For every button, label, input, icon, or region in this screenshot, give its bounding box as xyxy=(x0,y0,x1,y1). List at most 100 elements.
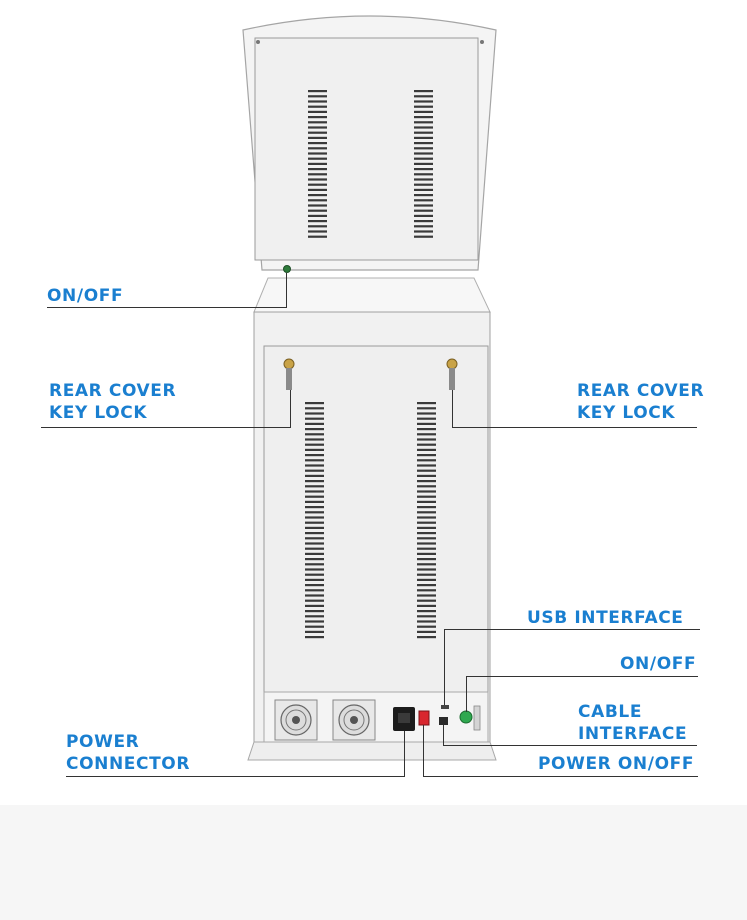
vent-slot xyxy=(417,448,436,451)
leader-usb-h xyxy=(444,629,700,630)
vent-slot xyxy=(414,100,433,103)
vent-slot xyxy=(305,563,324,566)
label-rear-cover-right-line2: KEY LOCK xyxy=(577,403,676,423)
label-power-connector: POWER CONNECTOR xyxy=(66,731,190,775)
vent-slot xyxy=(308,121,327,124)
screen-vent-right xyxy=(414,90,433,238)
vent-slot xyxy=(417,407,436,410)
label-cable-line2: INTERFACE xyxy=(578,724,688,744)
vent-slot xyxy=(305,578,324,581)
vent-slot xyxy=(414,142,433,145)
vent-slot xyxy=(305,573,324,576)
vent-slot xyxy=(308,220,327,223)
label-cable-line1: CABLE xyxy=(578,702,643,722)
leader-power-on-off-h xyxy=(423,776,698,777)
leader-cable-h xyxy=(443,745,697,746)
vent-slot xyxy=(308,110,327,113)
label-rear-cover-right-line1: REAR COVER xyxy=(577,381,705,401)
vent-slot xyxy=(417,459,436,462)
vent-slot xyxy=(305,568,324,571)
vent-slot xyxy=(305,610,324,613)
vent-slot xyxy=(417,620,436,623)
vent-slot xyxy=(305,636,324,639)
vent-slot xyxy=(305,495,324,498)
vent-slot xyxy=(417,428,436,431)
vent-slot xyxy=(308,235,327,238)
vent-slot xyxy=(308,225,327,228)
vent-slot xyxy=(414,90,433,93)
vent-slot xyxy=(417,464,436,467)
leader-on-off-right-h xyxy=(466,676,698,677)
rear-cover-panel xyxy=(263,345,489,693)
key-lock-left xyxy=(283,358,295,390)
cabinet-vent-left xyxy=(305,402,324,639)
vent-slot xyxy=(414,147,433,150)
screen-back-panel xyxy=(254,37,479,261)
vent-slot xyxy=(308,142,327,145)
vent-slot xyxy=(305,402,324,405)
vent-slot xyxy=(414,173,433,176)
vent-slot xyxy=(305,433,324,436)
vent-slot xyxy=(308,204,327,207)
label-power-line1: POWER xyxy=(66,732,140,752)
vent-slot xyxy=(417,636,436,639)
leader-power-connector-v xyxy=(404,731,405,777)
screen-vent-left xyxy=(308,90,327,238)
screw-top-right xyxy=(480,40,484,44)
vent-slot xyxy=(414,121,433,124)
label-power-line2: CONNECTOR xyxy=(66,754,191,774)
leader-rear-cover-left-h xyxy=(41,427,291,428)
vent-slot xyxy=(308,90,327,93)
vent-slot xyxy=(305,412,324,415)
label-cable-interface: CABLE INTERFACE xyxy=(578,701,687,745)
vent-slot xyxy=(417,495,436,498)
vent-slot xyxy=(305,584,324,587)
cabinet-vent-right xyxy=(417,402,436,639)
vent-slot xyxy=(417,552,436,555)
cabinet-top xyxy=(253,277,491,313)
vent-slot xyxy=(417,490,436,493)
vent-slot xyxy=(305,558,324,561)
vent-slot xyxy=(417,599,436,602)
power-indicator-dot xyxy=(283,265,291,273)
vent-slot xyxy=(305,537,324,540)
vent-slot xyxy=(308,199,327,202)
vent-slot xyxy=(305,407,324,410)
on-off-button xyxy=(459,710,473,724)
vent-slot xyxy=(414,209,433,212)
vent-slot xyxy=(308,178,327,181)
vent-slot xyxy=(305,547,324,550)
vent-slot xyxy=(414,168,433,171)
vent-slot xyxy=(417,417,436,420)
vent-slot xyxy=(305,589,324,592)
usb-port xyxy=(441,705,449,709)
vent-slot xyxy=(305,438,324,441)
vent-slot xyxy=(417,480,436,483)
vent-slot xyxy=(417,604,436,607)
vent-slot xyxy=(305,464,324,467)
vent-slot xyxy=(305,454,324,457)
vent-slot xyxy=(414,235,433,238)
vent-slot xyxy=(414,116,433,119)
vent-slot xyxy=(417,485,436,488)
label-on-off-top: ON/OFF xyxy=(47,286,124,306)
vent-slot xyxy=(305,615,324,618)
vent-slot xyxy=(308,126,327,129)
vent-slot xyxy=(308,162,327,165)
vent-slot xyxy=(305,526,324,529)
vent-slot xyxy=(305,428,324,431)
vent-slot xyxy=(308,152,327,155)
label-rear-cover-left-line2: KEY LOCK xyxy=(49,403,148,423)
side-slot xyxy=(473,705,481,731)
vent-slot xyxy=(417,526,436,529)
leader-power-connector-h xyxy=(66,776,405,777)
vent-slot xyxy=(417,402,436,405)
vent-slot xyxy=(305,443,324,446)
vent-slot xyxy=(305,448,324,451)
vent-slot xyxy=(305,604,324,607)
vent-slot xyxy=(414,178,433,181)
vent-slot xyxy=(305,490,324,493)
vent-slot xyxy=(414,95,433,98)
vent-slot xyxy=(308,183,327,186)
